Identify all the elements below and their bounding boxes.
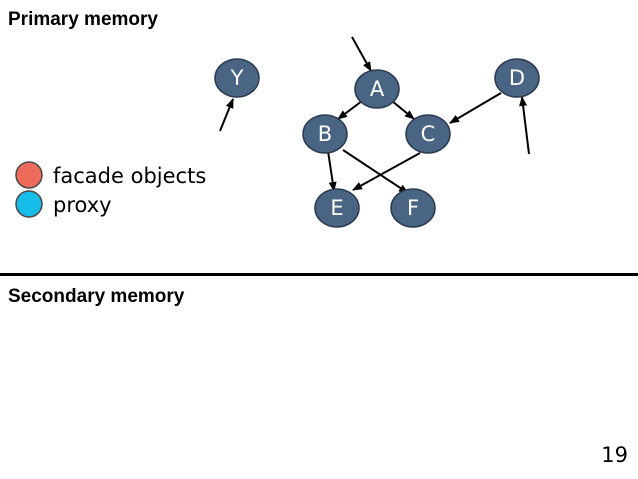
edge-b-e [327, 150, 337, 192]
node-d-label: D [509, 66, 525, 90]
node-c-label: C [421, 122, 436, 146]
node-e-label: E [330, 196, 343, 220]
node-a: A [354, 69, 400, 109]
edge-a-c [391, 100, 415, 120]
legend-swatch-proxy [15, 190, 43, 218]
edge-b-f [342, 149, 409, 194]
secondary-memory-title: Secondary memory [8, 286, 185, 307]
node-a-label: A [370, 77, 385, 101]
primary-memory-title: Primary memory [8, 9, 158, 30]
legend-label-facade: facade objects [53, 164, 206, 188]
node-e: E [314, 188, 360, 228]
edge-c-e [352, 152, 421, 191]
node-b: B [302, 114, 348, 154]
root-pointer-a [351, 36, 372, 72]
node-y-label: Y [230, 66, 244, 90]
node-f: F [390, 188, 436, 228]
node-y: Y [214, 58, 260, 98]
node-c: C [405, 114, 451, 154]
memory-divider [0, 273, 638, 276]
node-b-label: B [318, 122, 332, 146]
node-d: D [494, 58, 540, 98]
root-pointer-d [519, 96, 530, 155]
node-f-label: F [407, 196, 419, 220]
edge-a-b [337, 100, 363, 120]
legend-label-proxy: proxy [53, 193, 112, 217]
page-number: 19 [601, 443, 628, 467]
edge-d-c [449, 92, 502, 124]
legend-swatch-facade [15, 161, 43, 189]
legend: facade objects proxy [15, 161, 206, 218]
root-pointer-y [219, 98, 234, 132]
